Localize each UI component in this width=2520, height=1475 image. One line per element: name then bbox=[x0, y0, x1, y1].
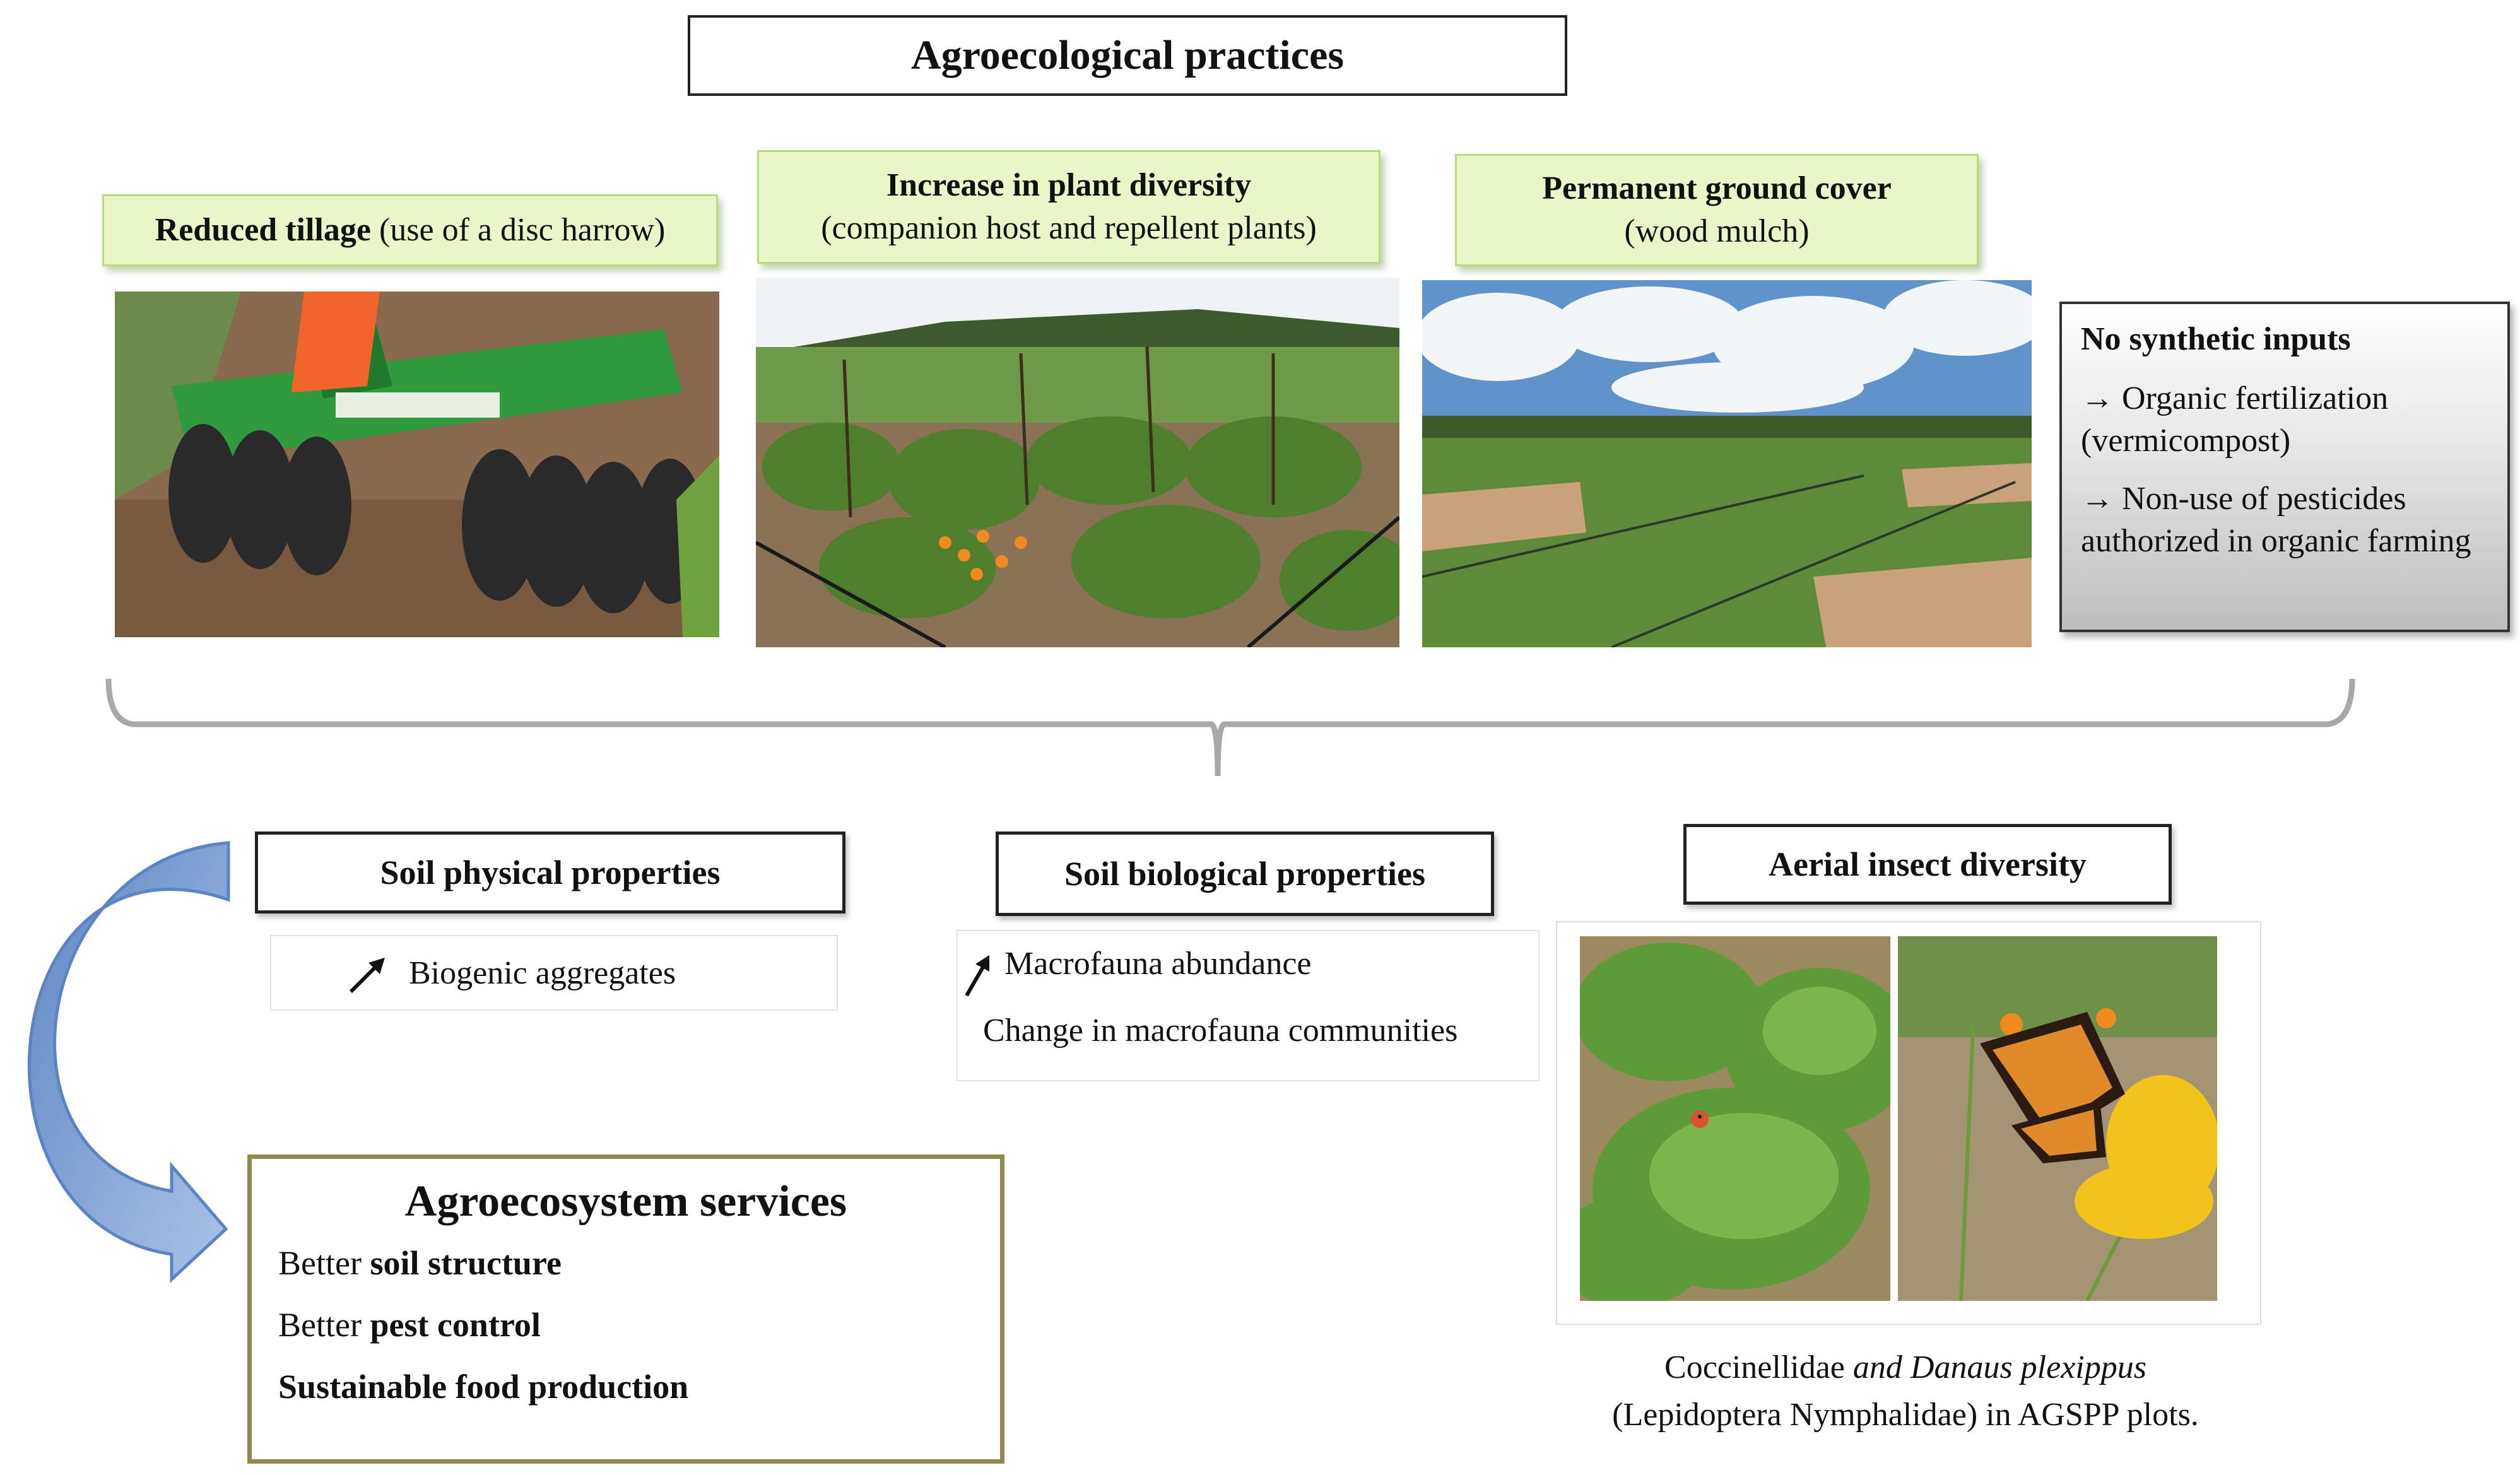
insect-photo-caption: Coccinellidae and Danaus plexippus (Lepi… bbox=[1514, 1344, 2297, 1445]
soil-physical-properties-box: Soil physical properties bbox=[255, 832, 845, 914]
caption-part1: Coccinellidae bbox=[1664, 1349, 1853, 1385]
right-arrow-icon: → bbox=[2081, 480, 2122, 517]
service-pest-control-prefix: Better bbox=[278, 1306, 370, 1344]
diagram-title: Agroecological practices bbox=[688, 15, 1567, 96]
service-pest-control: Better pest control bbox=[278, 1305, 974, 1344]
disc-harrow-photo bbox=[115, 291, 719, 637]
aerial-insect-diversity-box: Aerial insect diversity bbox=[1683, 824, 2172, 905]
no-synthetic-heading: No synthetic inputs bbox=[2081, 321, 2351, 357]
services-title: Agroecosystem services bbox=[404, 1177, 847, 1226]
right-arrow-icon: → bbox=[2081, 380, 2122, 416]
soil-biological-properties-box: Soil biological properties bbox=[996, 832, 1494, 916]
service-pest-control-bold: pest control bbox=[370, 1306, 541, 1344]
service-soil-structure-bold: soil structure bbox=[370, 1244, 562, 1282]
practice-diversity-normal: (companion host and repellent plants) bbox=[821, 210, 1317, 246]
ladybird-photo bbox=[1580, 936, 1890, 1301]
practice-diversity-bold: Increase in plant diversity bbox=[886, 167, 1252, 204]
caption-part2-italic: and Danaus plexippus bbox=[1852, 1349, 2146, 1385]
organic-fertilization-text: Organic fertilization (vermicompost) bbox=[2081, 380, 2389, 459]
increase-arrow-icon bbox=[962, 954, 993, 998]
organic-fertilization-item: → Organic fertilization (vermicompost) bbox=[2081, 377, 2488, 462]
non-use-pesticides-item: → Non-use of pesticides authorized in or… bbox=[2081, 478, 2488, 563]
practice-label-tillage: Reduced tillage (use of a disc harrow) bbox=[102, 194, 718, 266]
service-food-production-bold: Sustainable food production bbox=[278, 1368, 689, 1406]
practice-tillage-normal: (use of a disc harrow) bbox=[370, 212, 666, 249]
practice-tillage-bold: Reduced tillage bbox=[155, 212, 371, 249]
non-use-pesticides-text: Non-use of pesticides authorized in orga… bbox=[2081, 480, 2471, 560]
caption-line2: (Lepidoptera Nymphalidae) in AGSPP plots… bbox=[1612, 1397, 2199, 1433]
biogenic-aggregates-result: Biogenic aggregates bbox=[270, 935, 838, 1011]
biogenic-aggregates-text: Biogenic aggregates bbox=[409, 955, 676, 991]
agroecosystem-services-box: Agroecosystem services Better soil struc… bbox=[247, 1155, 1004, 1464]
insect-photos-frame bbox=[1556, 921, 2261, 1325]
macrofauna-results: Macrofauna abundance Change in macrofaun… bbox=[957, 930, 1540, 1081]
practice-ground-cover-normal: (wood mulch) bbox=[1624, 213, 1810, 249]
practice-ground-cover-bold: Permanent ground cover bbox=[1542, 170, 1892, 207]
ground-cover-photo bbox=[1422, 280, 2032, 647]
no-synthetic-inputs-box: No synthetic inputs → Organic fertilizat… bbox=[2059, 302, 2510, 632]
macrofauna-communities-text: Change in macrofauna communities bbox=[983, 1013, 1458, 1049]
increase-arrow-icon bbox=[347, 955, 387, 996]
service-soil-structure-prefix: Better bbox=[278, 1244, 370, 1282]
brace-connector bbox=[105, 678, 2355, 777]
service-soil-structure: Better soil structure bbox=[278, 1243, 974, 1283]
service-food-production: Sustainable food production bbox=[278, 1367, 974, 1406]
monarch-butterfly-photo bbox=[1898, 936, 2217, 1301]
macrofauna-abundance-text: Macrofauna abundance bbox=[1004, 946, 1312, 982]
curved-arrow-icon bbox=[27, 841, 230, 1283]
practice-label-diversity: Increase in plant diversity (companion h… bbox=[757, 150, 1381, 264]
plant-diversity-photo bbox=[756, 278, 1399, 647]
practice-label-ground-cover: Permanent ground cover (wood mulch) bbox=[1455, 154, 1979, 266]
